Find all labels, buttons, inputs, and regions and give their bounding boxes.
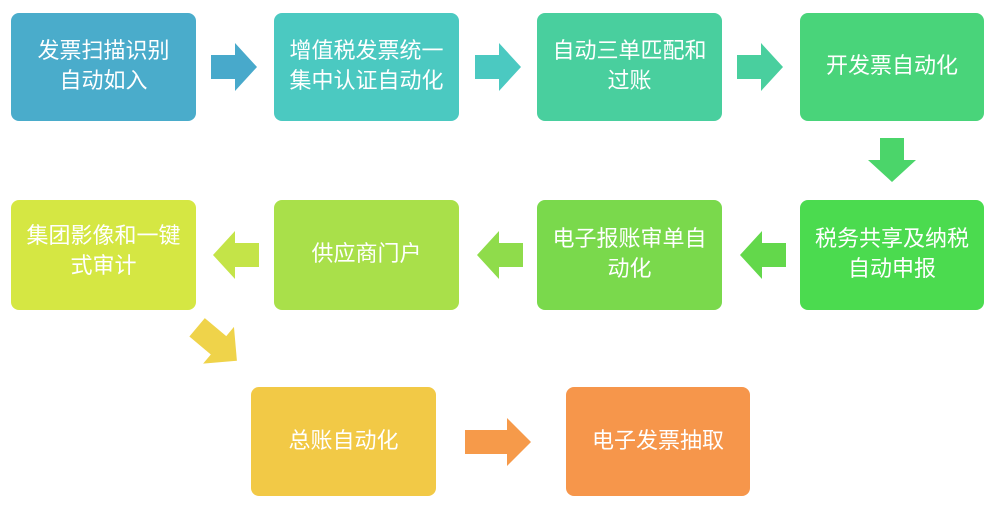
step-6-label: 电子报账审单自动化: [552, 227, 707, 282]
arrow-left-1: [740, 231, 786, 279]
arrow-left-3: [213, 231, 259, 279]
step-5-label: 税务共享及纳税自动申报: [814, 227, 969, 282]
step-4-label: 开发票自动化: [825, 54, 958, 79]
arrow-right-3: [737, 43, 783, 91]
step-10-label: 电子发票抽取: [591, 428, 724, 454]
arrow-down-1: [868, 138, 916, 182]
step-7-label: 供应商门户: [311, 242, 422, 267]
step-1-label: 发票扫描识别自动如入: [37, 39, 170, 94]
step-1-box: 发票扫描识别自动如入: [11, 13, 196, 121]
step-7-box: 供应商门户: [274, 200, 459, 310]
step-3-label: 自动三单匹配和过账: [552, 39, 707, 94]
step-8-box: 集团影像和一键式审计: [11, 200, 196, 310]
step-5-box: 税务共享及纳税自动申报: [800, 200, 984, 310]
arrow-right-2: [475, 43, 521, 91]
step-8-label: 集团影像和一键式审计: [26, 224, 181, 279]
step-10-box: 电子发票抽取: [566, 387, 750, 496]
arrow-right-1: [211, 43, 257, 91]
step-9-box: 总账自动化: [251, 387, 436, 496]
step-3-box: 自动三单匹配和过账: [537, 13, 722, 121]
arrow-diagonal-1: [186, 316, 248, 372]
step-4-box: 开发票自动化: [800, 13, 984, 121]
step-2-label: 增值税发票统一集中认证自动化: [289, 39, 444, 94]
arrow-right-4: [465, 418, 531, 466]
step-6-box: 电子报账审单自动化: [537, 200, 722, 310]
arrow-left-2: [477, 231, 523, 279]
step-2-box: 增值税发票统一集中认证自动化: [274, 13, 459, 121]
step-9-label: 总账自动化: [288, 428, 399, 454]
